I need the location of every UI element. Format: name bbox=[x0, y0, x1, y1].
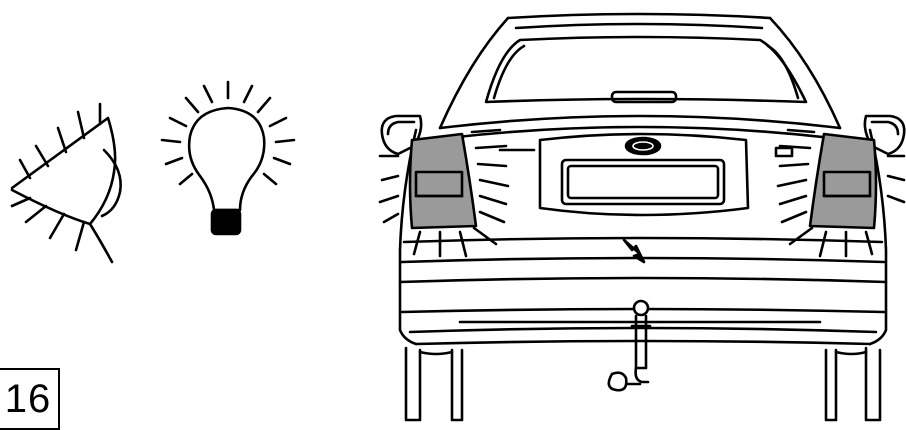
car-rear-view bbox=[380, 14, 904, 420]
eye-icon bbox=[12, 104, 121, 262]
tow-ball bbox=[634, 301, 648, 315]
car-emblem bbox=[626, 138, 660, 154]
figure-number-label: 16 bbox=[0, 368, 60, 430]
right-tire bbox=[826, 350, 836, 420]
left-tire bbox=[406, 348, 420, 420]
light-bulb-icon bbox=[162, 82, 294, 234]
